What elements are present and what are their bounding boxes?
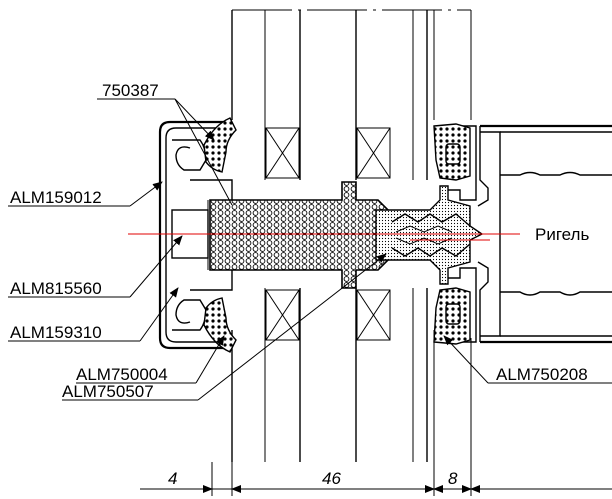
dimension-8: 8 (448, 469, 458, 488)
spacer-bottom-left (265, 289, 300, 341)
label-rigel: Ригель (535, 225, 589, 244)
spacer-bottom-right (356, 289, 391, 341)
label-750387: 750387 (102, 81, 159, 100)
spacer-top-left (265, 127, 300, 179)
label-alm159310: ALM159310 (10, 323, 102, 342)
spacer-top-right (356, 127, 391, 179)
glass-panes (231, 9, 472, 462)
label-alm750507: ALM750507 (62, 382, 154, 401)
label-alm750004: ALM750004 (76, 365, 168, 384)
label-alm750208: ALM750208 (496, 365, 588, 384)
transom-profile (448, 124, 612, 344)
connector-arm (375, 185, 484, 285)
label-alm159012: ALM159012 (10, 188, 102, 207)
gasket-right (433, 123, 471, 345)
dimension-4: 4 (168, 469, 177, 488)
label-alm815560: ALM815560 (10, 279, 102, 298)
dimension-46: 46 (322, 469, 341, 488)
leaders (8, 98, 612, 401)
dimension-line (140, 462, 612, 496)
thermal-insulator (209, 181, 393, 289)
